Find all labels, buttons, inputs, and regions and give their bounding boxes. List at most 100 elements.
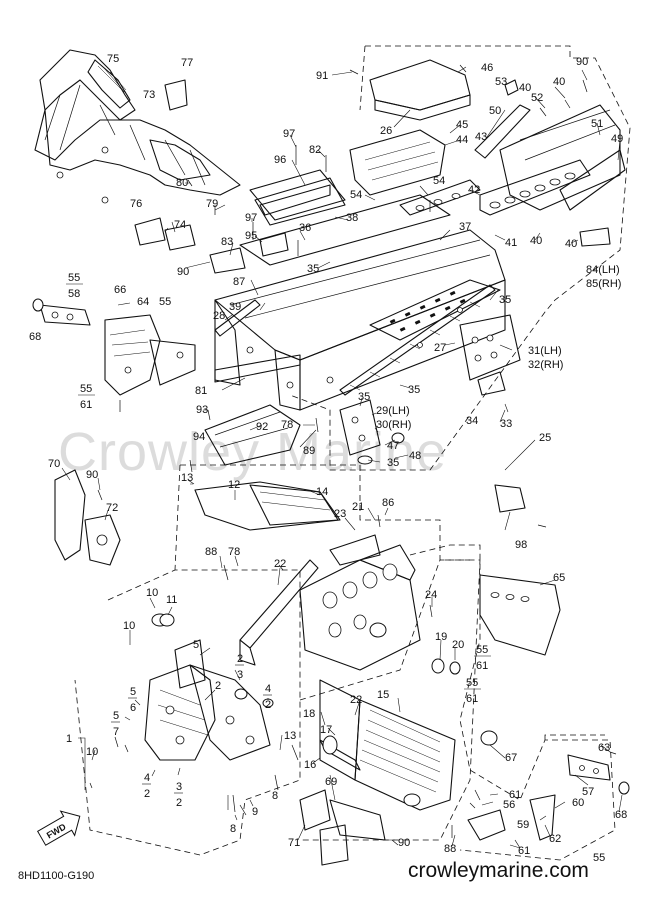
- bottom-parts-69-71: [299, 789, 386, 866]
- callout-90: 90: [576, 56, 588, 68]
- group-outlines: [74, 45, 631, 861]
- callout-61: 61: [509, 789, 521, 801]
- callout-4: 4: [265, 683, 271, 695]
- rear-frame-parts: [349, 59, 626, 247]
- callout-10: 10: [123, 620, 135, 632]
- callout-70: 70: [48, 458, 60, 470]
- callout-52: 52: [531, 92, 543, 104]
- callout-50: 50: [489, 105, 501, 117]
- fasteners: [89, 64, 617, 849]
- callout-68: 68: [615, 809, 627, 821]
- callout-55: 55: [80, 383, 92, 395]
- engine-mount-frame: [239, 534, 421, 671]
- callout-11: 11: [166, 594, 177, 606]
- callout-32-rh: 32(RH): [528, 359, 563, 371]
- callout-90: 90: [398, 837, 410, 849]
- suspension-brackets: [339, 314, 526, 513]
- callout-76: 76: [130, 198, 142, 210]
- callout-40: 40: [519, 82, 531, 94]
- callout-55: 55: [476, 644, 488, 656]
- bracket-65: [431, 574, 561, 675]
- callout-13: 13: [181, 472, 193, 484]
- callout-55: 55: [466, 677, 478, 689]
- callout-65: 65: [553, 572, 565, 584]
- callout-47: 47: [387, 440, 399, 452]
- lower-right-parts: [467, 754, 630, 841]
- callout-45: 45: [456, 119, 468, 131]
- callout-48: 48: [409, 450, 421, 462]
- callout-29-lh: 29(LH): [376, 405, 410, 417]
- callout-5: 5: [113, 710, 119, 722]
- callout-56: 56: [503, 799, 515, 811]
- callout-72: 72: [106, 502, 118, 514]
- callout-18: 18: [303, 708, 315, 720]
- callout-1: 1: [66, 733, 72, 745]
- callout-labels: 75 77 73 91 46 53 90 40 40 52 50 51 49 2…: [29, 53, 627, 864]
- callout-38: 38: [346, 212, 358, 224]
- callout-25: 25: [539, 432, 551, 444]
- belt-guard-plate: [194, 481, 341, 531]
- callout-55: 55: [159, 296, 171, 308]
- callout-41: 41: [505, 237, 517, 249]
- callout-85-rh: 85(RH): [586, 278, 621, 290]
- callout-60: 60: [572, 797, 584, 809]
- callout-40: 40: [530, 235, 542, 247]
- callout-5: 5: [193, 639, 199, 651]
- callout-39: 39: [229, 301, 241, 313]
- callout-4: 4: [144, 772, 150, 784]
- callout-57: 57: [582, 786, 594, 798]
- left-parts-70-72: [54, 469, 175, 627]
- callout-97: 97: [283, 128, 295, 140]
- callout-86: 86: [382, 497, 394, 509]
- callout-8: 8: [230, 823, 236, 835]
- callout-12: 12: [228, 479, 240, 491]
- callout-44: 44: [456, 134, 468, 146]
- callout-2: 2: [265, 699, 271, 711]
- callout-54: 54: [433, 175, 445, 187]
- callout-23: 23: [334, 508, 346, 520]
- callout-82: 82: [309, 144, 321, 156]
- callout-2: 2: [237, 653, 243, 665]
- callout-91: 91: [316, 70, 328, 82]
- callout-55: 55: [593, 852, 605, 864]
- callout-67: 67: [505, 752, 517, 764]
- callout-54: 54: [350, 189, 362, 201]
- callout-75: 75: [107, 53, 119, 65]
- callout-27: 27: [434, 342, 446, 354]
- callout-16: 16: [304, 759, 316, 771]
- callout-46: 46: [481, 62, 493, 74]
- callout-61: 61: [518, 845, 530, 857]
- callout-61: 61: [466, 693, 478, 705]
- callout-89: 89: [303, 445, 315, 457]
- callout-24: 24: [425, 589, 437, 601]
- callout-61: 61: [476, 660, 488, 672]
- steering-bracket: [32, 298, 196, 396]
- callout-7: 7: [113, 726, 119, 738]
- callout-73: 73: [143, 89, 155, 101]
- callout-93: 93: [196, 404, 208, 416]
- tunnel-frame: [214, 177, 506, 411]
- callout-9: 9: [252, 806, 258, 818]
- callout-3: 3: [237, 669, 243, 681]
- callout-20: 20: [452, 639, 464, 651]
- callout-51: 51: [591, 118, 603, 130]
- centre-plates: [204, 169, 346, 466]
- callout-8: 8: [272, 790, 278, 802]
- callout-13: 13: [284, 730, 296, 742]
- callout-10: 10: [86, 746, 98, 758]
- callout-10: 10: [146, 587, 158, 599]
- callout-37: 37: [459, 221, 471, 233]
- callout-98: 98: [515, 539, 527, 551]
- callout-43: 43: [475, 131, 487, 143]
- callout-62: 62: [549, 833, 561, 845]
- front-cowl-assembly: [34, 49, 241, 251]
- callout-94: 94: [193, 431, 205, 443]
- callout-80: 80: [176, 177, 188, 189]
- callout-35: 35: [387, 457, 399, 469]
- callout-21: 21: [352, 501, 364, 513]
- callout-64: 64: [137, 296, 149, 308]
- callout-78: 78: [228, 546, 240, 558]
- callout-87: 87: [233, 276, 245, 288]
- callout-77: 77: [181, 57, 193, 69]
- callout-40: 40: [565, 238, 577, 250]
